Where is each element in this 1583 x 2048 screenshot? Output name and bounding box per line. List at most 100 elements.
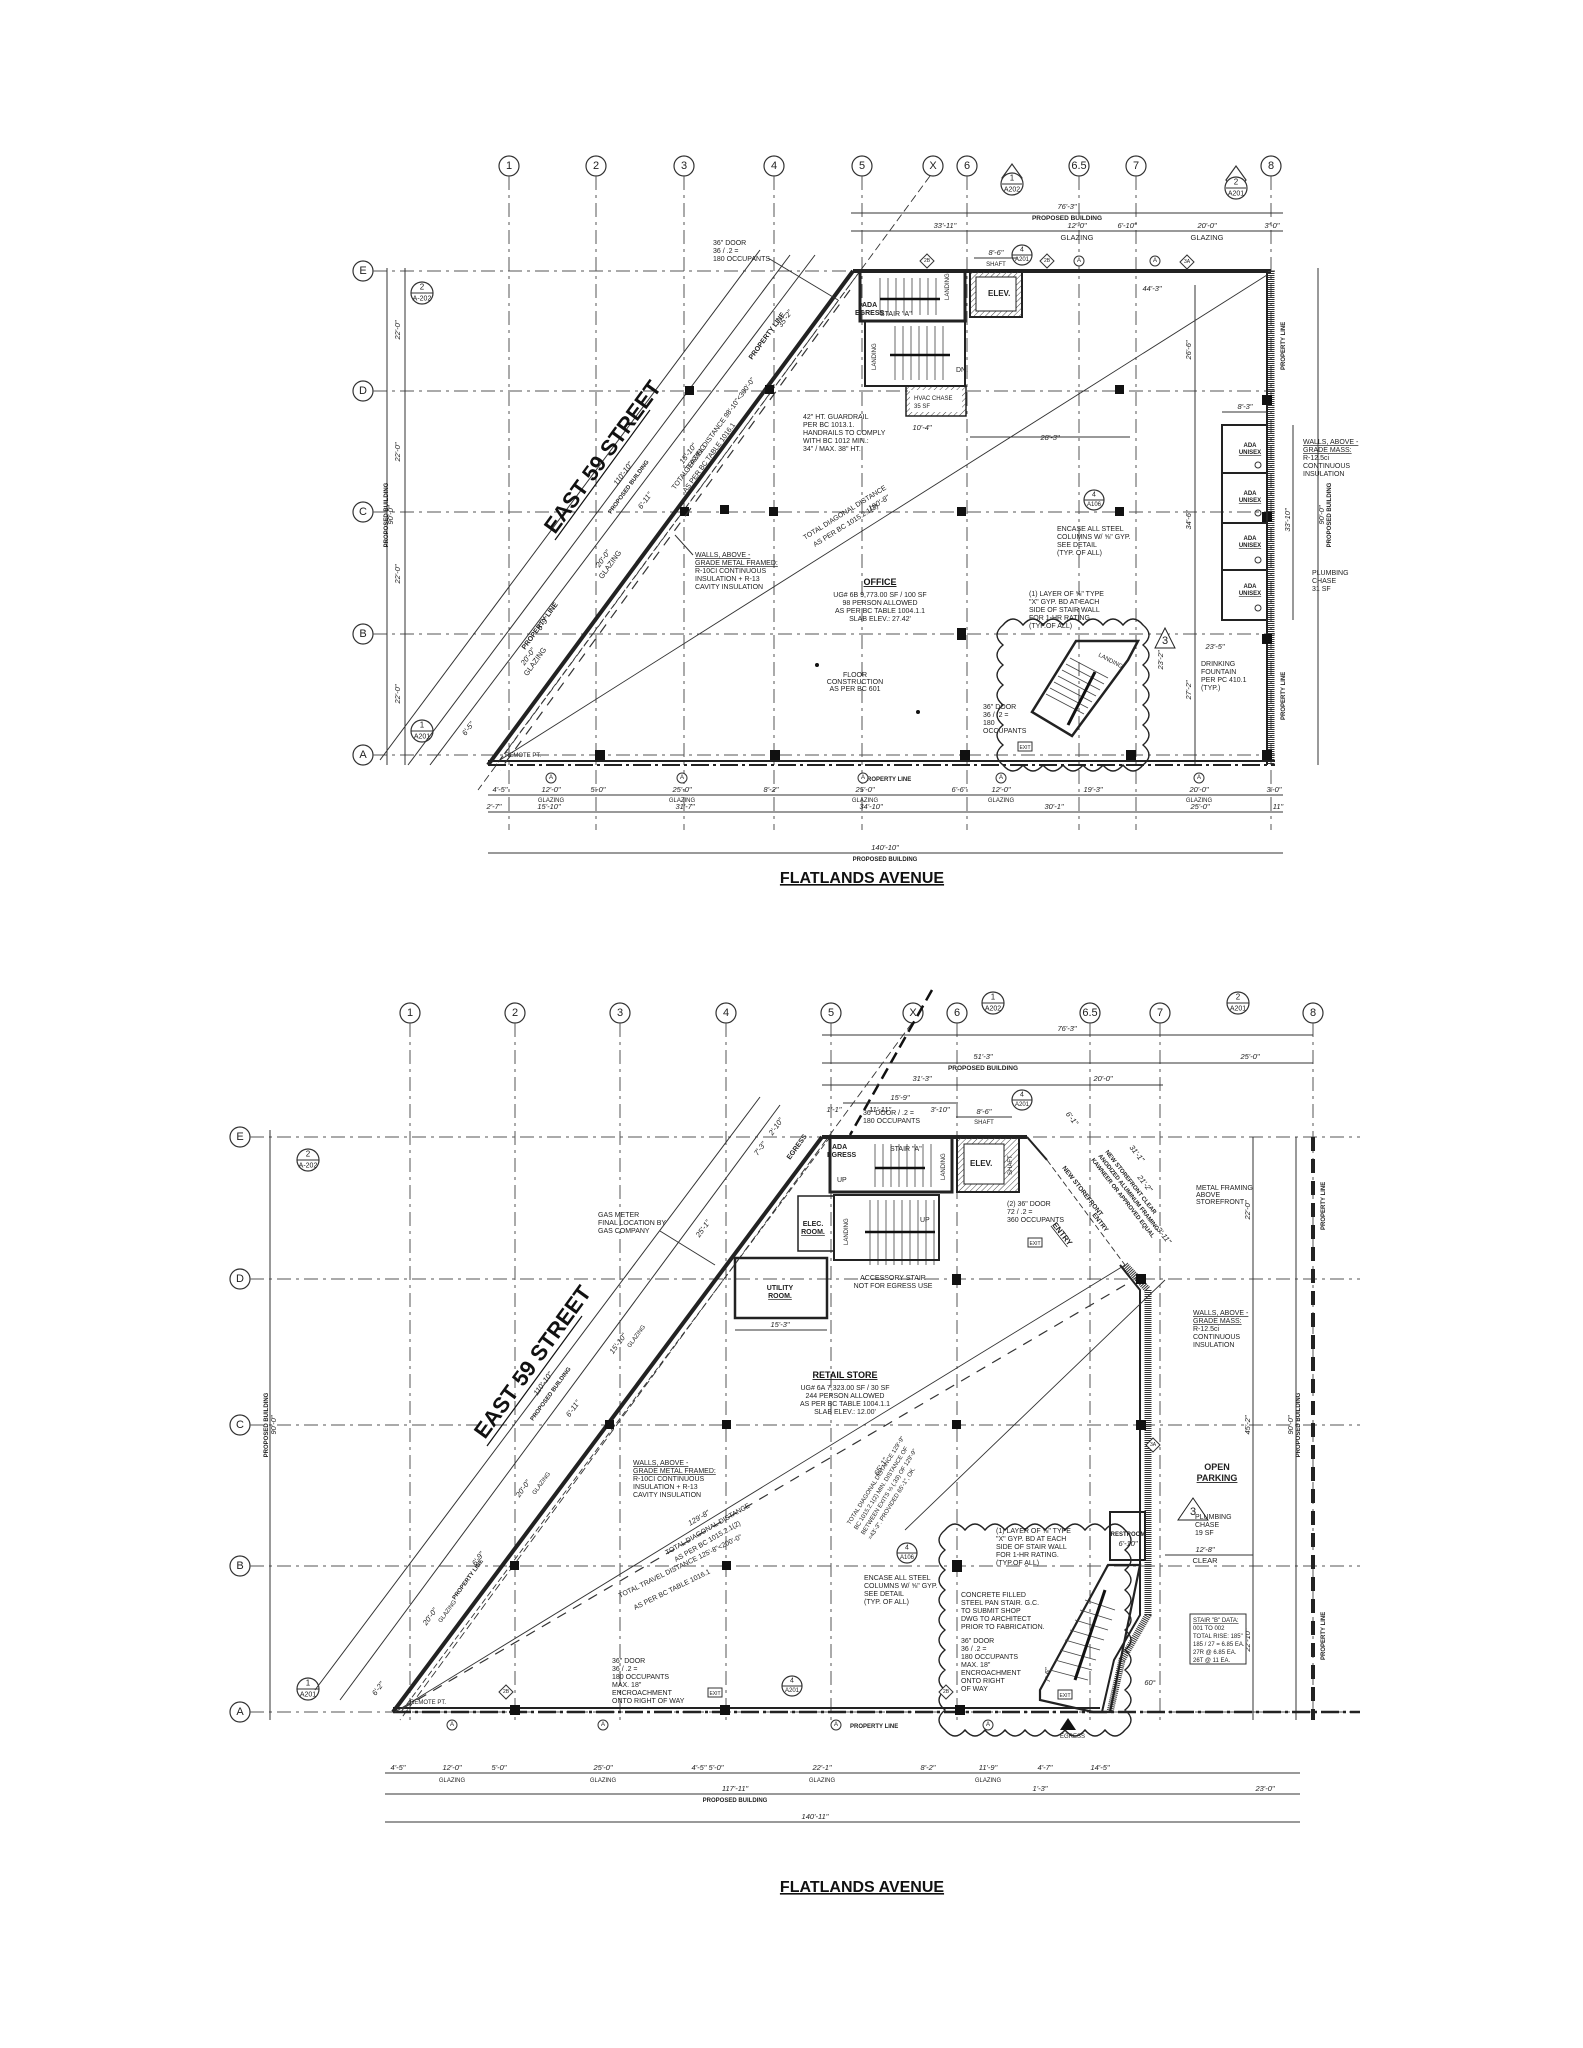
svg-text:12'-0": 12'-0"	[442, 1763, 461, 1772]
section-marker-2-a201[interactable]: 2 A201	[1226, 991, 1250, 1015]
grid-bubble-x: X	[399, 989, 934, 1721]
svg-text:GAS METER: GAS METER	[598, 1212, 639, 1219]
svg-text:LANDING: LANDING	[872, 343, 878, 370]
svg-text:CONTINUOUS: CONTINUOUS	[1303, 463, 1350, 470]
svg-text:25'-0": 25'-0"	[671, 785, 691, 794]
svg-text:FOR 1-HR RATING.: FOR 1-HR RATING.	[1029, 615, 1092, 622]
svg-text:140'-10": 140'-10"	[871, 843, 899, 852]
note-walls-west: WALLS, ABOVE -GRADE METAL FRAMED:R-10CI …	[674, 534, 778, 591]
svg-text:8: 8	[1310, 1007, 1316, 1019]
svg-text:A202: A202	[1004, 187, 1020, 194]
upper-bottom-dimensions: 4'-5" 12'-0" GLAZING 5'-0" 25'-0" GLAZIN…	[486, 785, 1284, 863]
svg-text:PROPERTY LINE: PROPERTY LINE	[1321, 1612, 1327, 1660]
svg-text:11'-9": 11'-9"	[979, 1763, 998, 1772]
section-marker-1-a201[interactable]: 1 A201	[296, 1677, 320, 1701]
svg-text:4: 4	[905, 1545, 909, 1552]
svg-text:A-202: A-202	[299, 1163, 318, 1170]
svg-text:E: E	[359, 265, 366, 277]
remote-point: REMOTE PT.	[505, 753, 541, 759]
svg-text:180 OCCUPANTS: 180 OCCUPANTS	[713, 256, 770, 263]
svg-text:3'-10": 3'-10"	[930, 1105, 949, 1114]
svg-text:WALLS, ABOVE -: WALLS, ABOVE -	[695, 552, 751, 559]
svg-text:PLUMBING: PLUMBING	[1312, 570, 1349, 577]
svg-text:PROPOSED BUILDING: PROPOSED BUILDING	[384, 482, 390, 547]
lower-glazing-tags: A A A A 2B 2B 3A	[446, 1437, 1161, 1731]
svg-text:31'-3": 31'-3"	[912, 1074, 931, 1083]
section-marker-4-a201[interactable]: 4 A201	[1011, 1089, 1033, 1111]
svg-text:36 / .2 =: 36 / .2 =	[713, 248, 739, 255]
svg-text:7: 7	[1133, 160, 1139, 172]
note-storefront: NEW STOREFRONT CLEAR ANODIZED ALUMINUM F…	[1050, 1110, 1173, 1248]
svg-text:X: X	[909, 1007, 917, 1019]
svg-text:PROPERTY LINE: PROPERTY LINE	[521, 601, 560, 651]
svg-text:7: 7	[1157, 1007, 1163, 1019]
svg-text:34'-6": 34'-6"	[1184, 510, 1193, 529]
svg-text:HVAC CHASE: HVAC CHASE	[914, 396, 953, 402]
section-marker-4-a106[interactable]: 4 A106	[896, 1542, 918, 1564]
svg-text:HANDRAILS TO COMPLY: HANDRAILS TO COMPLY	[803, 430, 886, 437]
upper-left-dimensions: 90'-0" PROPOSED BUILDING 22'-0" 22'-0" 2…	[384, 268, 406, 765]
svg-text:LANDING: LANDING	[945, 273, 951, 300]
svg-text:INSULATION: INSULATION	[1193, 1342, 1235, 1349]
svg-text:7'-6": 7'-6"	[1043, 1667, 1052, 1682]
section-marker-2-a201[interactable]: 2 A201	[1224, 164, 1248, 200]
svg-text:25'-1": 25'-1"	[693, 1218, 712, 1240]
section-marker-1-a202[interactable]: 1 A202	[1000, 162, 1024, 196]
section-marker-2-a-202[interactable]: 2 A-202	[410, 281, 434, 305]
svg-text:23'-5": 23'-5"	[1204, 642, 1224, 651]
svg-text:180: 180	[983, 720, 995, 727]
svg-text:8'-6": 8'-6"	[989, 248, 1004, 257]
svg-text:2: 2	[1236, 993, 1241, 1002]
upper-core-stair-a: ADA EGRESS STAIR "A" DN. LANDING LANDING…	[855, 269, 1130, 442]
section-marker-4-a201-south[interactable]: 4 A201	[781, 1675, 803, 1697]
svg-text:ENCROACHMENT: ENCROACHMENT	[612, 1690, 673, 1697]
svg-text:UNISEX: UNISEX	[1239, 543, 1261, 549]
svg-text:(TYP. OF ALL): (TYP. OF ALL)	[1057, 550, 1102, 557]
svg-text:WALLS, ABOVE -: WALLS, ABOVE -	[1193, 1310, 1249, 1317]
svg-text:45'-2": 45'-2"	[1243, 1415, 1252, 1434]
svg-text:GLAZING: GLAZING	[439, 1778, 466, 1784]
svg-text:2B: 2B	[503, 1689, 510, 1695]
svg-text:OF WAY: OF WAY	[961, 1686, 988, 1693]
svg-text:36" DOOR / .2 =: 36" DOOR / .2 =	[863, 1110, 914, 1117]
note-gyp: (1) LAYER OF ⅝" TYPE"X" GYP. BD AT EACHS…	[1029, 591, 1104, 630]
svg-text:(TYP.OF ALL): (TYP.OF ALL)	[1029, 623, 1072, 630]
svg-text:C: C	[236, 1419, 244, 1431]
svg-text:1: 1	[420, 721, 425, 730]
svg-text:A: A	[549, 775, 553, 781]
remote-point: REMOTE PT.	[410, 1700, 446, 1706]
section-marker-1-a201[interactable]: 1 A201	[410, 719, 434, 743]
svg-text:A: A	[1197, 775, 1201, 781]
svg-text:001 TO 002: 001 TO 002	[1193, 1626, 1225, 1632]
svg-text:TOTAL RISE: 185": TOTAL RISE: 185"	[1193, 1634, 1243, 1640]
svg-text:8'-6": 8'-6"	[977, 1107, 992, 1116]
svg-text:D: D	[359, 385, 367, 397]
svg-text:LANDING: LANDING	[1097, 652, 1124, 670]
svg-text:15'-10": 15'-10"	[537, 802, 561, 811]
svg-text:GLAZING: GLAZING	[809, 1778, 836, 1784]
svg-text:UG# 6B 9,773.00 SF / 100 SF: UG# 6B 9,773.00 SF / 100 SF	[833, 592, 926, 599]
svg-text:22'-0": 22'-0"	[393, 564, 402, 584]
svg-text:DRINKING: DRINKING	[1201, 661, 1235, 668]
svg-text:ENCROACHMENT: ENCROACHMENT	[961, 1670, 1022, 1677]
svg-text:ADA: ADA	[862, 302, 877, 309]
section-marker-1-a202[interactable]: 1 A202	[981, 991, 1005, 1015]
section-marker-4-a106[interactable]: 4 A106	[1083, 489, 1105, 511]
svg-text:GLAZING: GLAZING	[1191, 233, 1224, 242]
grid-bubble-1: 1	[399, 1002, 421, 1720]
section-marker-4-a201[interactable]: 4 A201	[1011, 244, 1033, 266]
section-marker-2-a-202[interactable]: 2 A-202	[296, 1148, 320, 1172]
svg-text:A: A	[999, 775, 1003, 781]
svg-text:E: E	[236, 1131, 243, 1143]
svg-text:12'-0": 12'-0"	[991, 785, 1010, 794]
upper-stair-b: LANDING 23'-2" 23'-5" 3 EXIT	[996, 618, 1225, 772]
svg-text:R-12.5ci: R-12.5ci	[1193, 1326, 1220, 1333]
svg-text:ABOVE: ABOVE	[1196, 1192, 1220, 1199]
svg-text:GLAZING: GLAZING	[988, 798, 1015, 804]
svg-text:SHAFT: SHAFT	[986, 262, 1006, 268]
svg-text:10'-4": 10'-4"	[912, 423, 931, 432]
